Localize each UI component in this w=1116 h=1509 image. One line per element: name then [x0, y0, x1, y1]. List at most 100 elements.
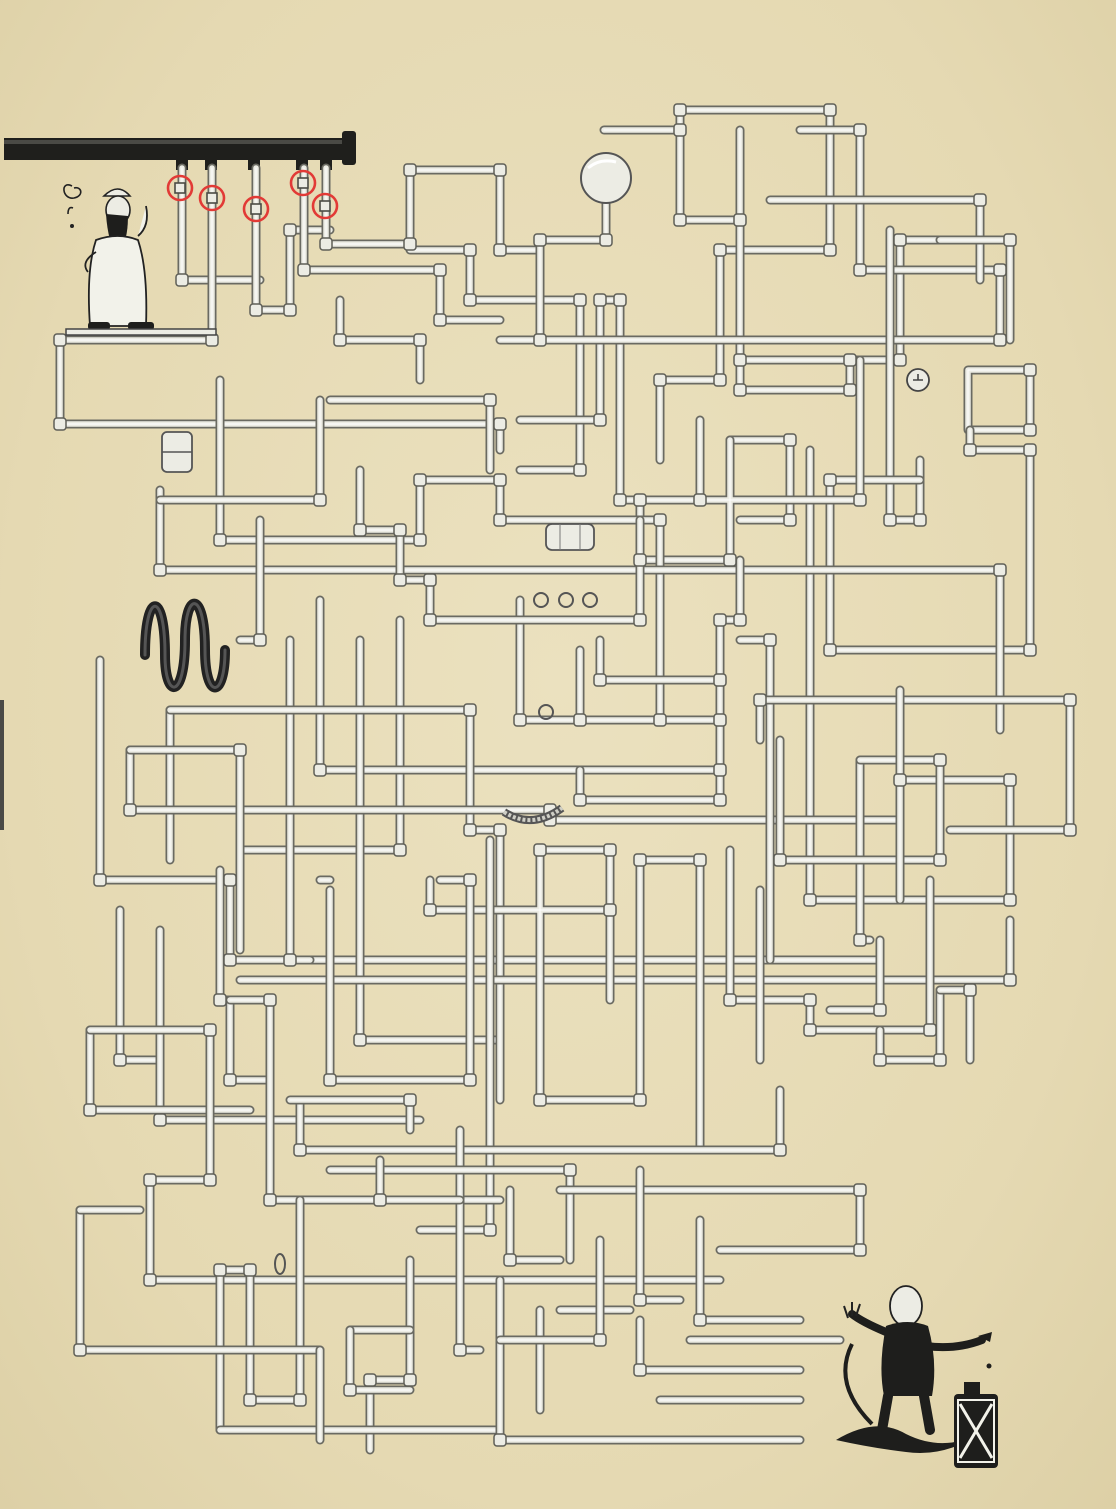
pipe-elbow — [213, 1263, 227, 1277]
pipe-elbow — [403, 1093, 417, 1107]
pipe-elbow — [83, 1103, 97, 1117]
pipe-segment — [299, 1089, 781, 1151]
pipe-segment — [323, 165, 543, 253]
tank-icon — [161, 431, 193, 473]
pipe-segment — [325, 885, 475, 1085]
tap-highlight-circle[interactable] — [289, 169, 317, 197]
pipe-elbow — [1063, 823, 1077, 837]
pipe-elbow — [713, 373, 727, 387]
pipe-elbow — [963, 983, 977, 997]
pipe-elbow — [653, 373, 667, 387]
pipe-segment — [219, 1199, 301, 1431]
pipe-elbow — [143, 1273, 157, 1287]
pipe-elbow — [693, 1313, 707, 1327]
pipe-elbow — [613, 493, 627, 507]
tap-valve[interactable] — [174, 182, 186, 194]
pipe-segment — [285, 1095, 415, 1135]
pipe-segment — [507, 1187, 563, 1263]
pipe-segment — [329, 399, 491, 471]
pipe-segment — [889, 229, 921, 521]
pipe-elbow — [593, 293, 607, 307]
pipe-elbow — [513, 713, 527, 727]
pipe-elbow — [633, 613, 647, 627]
pipe-segment — [599, 105, 835, 465]
pipe-elbow — [853, 1243, 867, 1257]
pipe-segment — [879, 989, 941, 1061]
pipe-segment — [325, 395, 495, 475]
pipe-segment — [857, 757, 873, 943]
pipe-elbow — [773, 853, 787, 867]
tap-highlight-circle[interactable] — [242, 195, 270, 223]
pipe-segment — [505, 1185, 565, 1265]
pipe-elbow — [763, 633, 777, 647]
tap-valve[interactable] — [319, 200, 331, 212]
pipe-elbow — [353, 523, 367, 537]
pipe-elbow — [603, 843, 617, 857]
pipe-elbow — [603, 903, 617, 917]
pipe-elbow — [423, 613, 437, 627]
tap-highlight-circle[interactable] — [166, 174, 194, 202]
canister-icon — [954, 1382, 998, 1468]
pipe-segment — [229, 999, 271, 1081]
tap-valve[interactable] — [297, 177, 309, 189]
pipe-elbow — [843, 383, 857, 397]
pipe-elbow — [1003, 893, 1017, 907]
pipe-elbow — [933, 1053, 947, 1067]
pipe-elbow — [463, 293, 477, 307]
pipe-elbow — [283, 223, 297, 237]
pipe-elbow — [673, 123, 687, 137]
pipe-elbow — [843, 353, 857, 367]
pipe-segment — [85, 1025, 725, 1285]
flex-hose-icon — [501, 804, 565, 825]
pressure-gauge-icon — [906, 368, 930, 392]
pipe-elbow — [205, 333, 219, 347]
pipe-elbow — [313, 763, 327, 777]
pipe-elbow — [713, 793, 727, 807]
pipe-elbow — [433, 313, 447, 327]
pipe-elbow — [223, 953, 237, 967]
pipe-elbow — [53, 333, 67, 347]
pipe-elbow — [533, 333, 547, 347]
pipe-elbow — [693, 853, 707, 867]
pipe-segment — [409, 249, 581, 471]
pipe-segment — [635, 1315, 805, 1375]
pipe-segment — [159, 489, 1001, 731]
pipe-elbow — [973, 193, 987, 207]
filter-cylinder-icon — [545, 523, 595, 551]
pipe-elbow — [823, 643, 837, 657]
pipe-elbow — [633, 553, 647, 567]
pipe-elbow — [453, 1343, 467, 1357]
pipe-elbow — [713, 713, 727, 727]
pipe-elbow — [503, 1253, 517, 1267]
globe-tank-icon — [580, 152, 632, 204]
ring-icon — [274, 1253, 286, 1275]
pipe-segment — [737, 127, 943, 363]
pipe-segment — [119, 909, 161, 1061]
pipe-elbow — [493, 163, 507, 177]
pipe-segment — [579, 679, 721, 801]
pipe-elbow — [823, 473, 837, 487]
pipe-elbow — [123, 803, 137, 817]
tap-highlight-circle[interactable] — [311, 192, 339, 220]
pipe-elbow — [493, 823, 507, 837]
tap-valve[interactable] — [250, 203, 262, 215]
pipe-segment — [365, 1255, 415, 1455]
pipe-segment — [429, 849, 701, 1151]
pipe-segment — [499, 129, 1001, 341]
spiral-question-icon — [63, 184, 82, 199]
pipe-elbow — [223, 873, 237, 887]
pipe-segment — [559, 1189, 861, 1251]
tap-highlight-circle[interactable] — [198, 184, 226, 212]
pipe-elbow — [633, 1363, 647, 1377]
pipe-elbow — [293, 1393, 307, 1407]
pipe-elbow — [223, 1073, 237, 1087]
pipe-elbow — [403, 237, 417, 251]
pipe-elbow — [1003, 973, 1017, 987]
pipe-elbow — [723, 553, 737, 567]
pipe-elbow — [853, 493, 867, 507]
tap-valve[interactable] — [206, 192, 218, 204]
pipe-elbow — [593, 673, 607, 687]
pipe-elbow — [253, 633, 267, 647]
pipe-segment — [725, 435, 795, 525]
pipe-segment — [829, 939, 881, 1011]
